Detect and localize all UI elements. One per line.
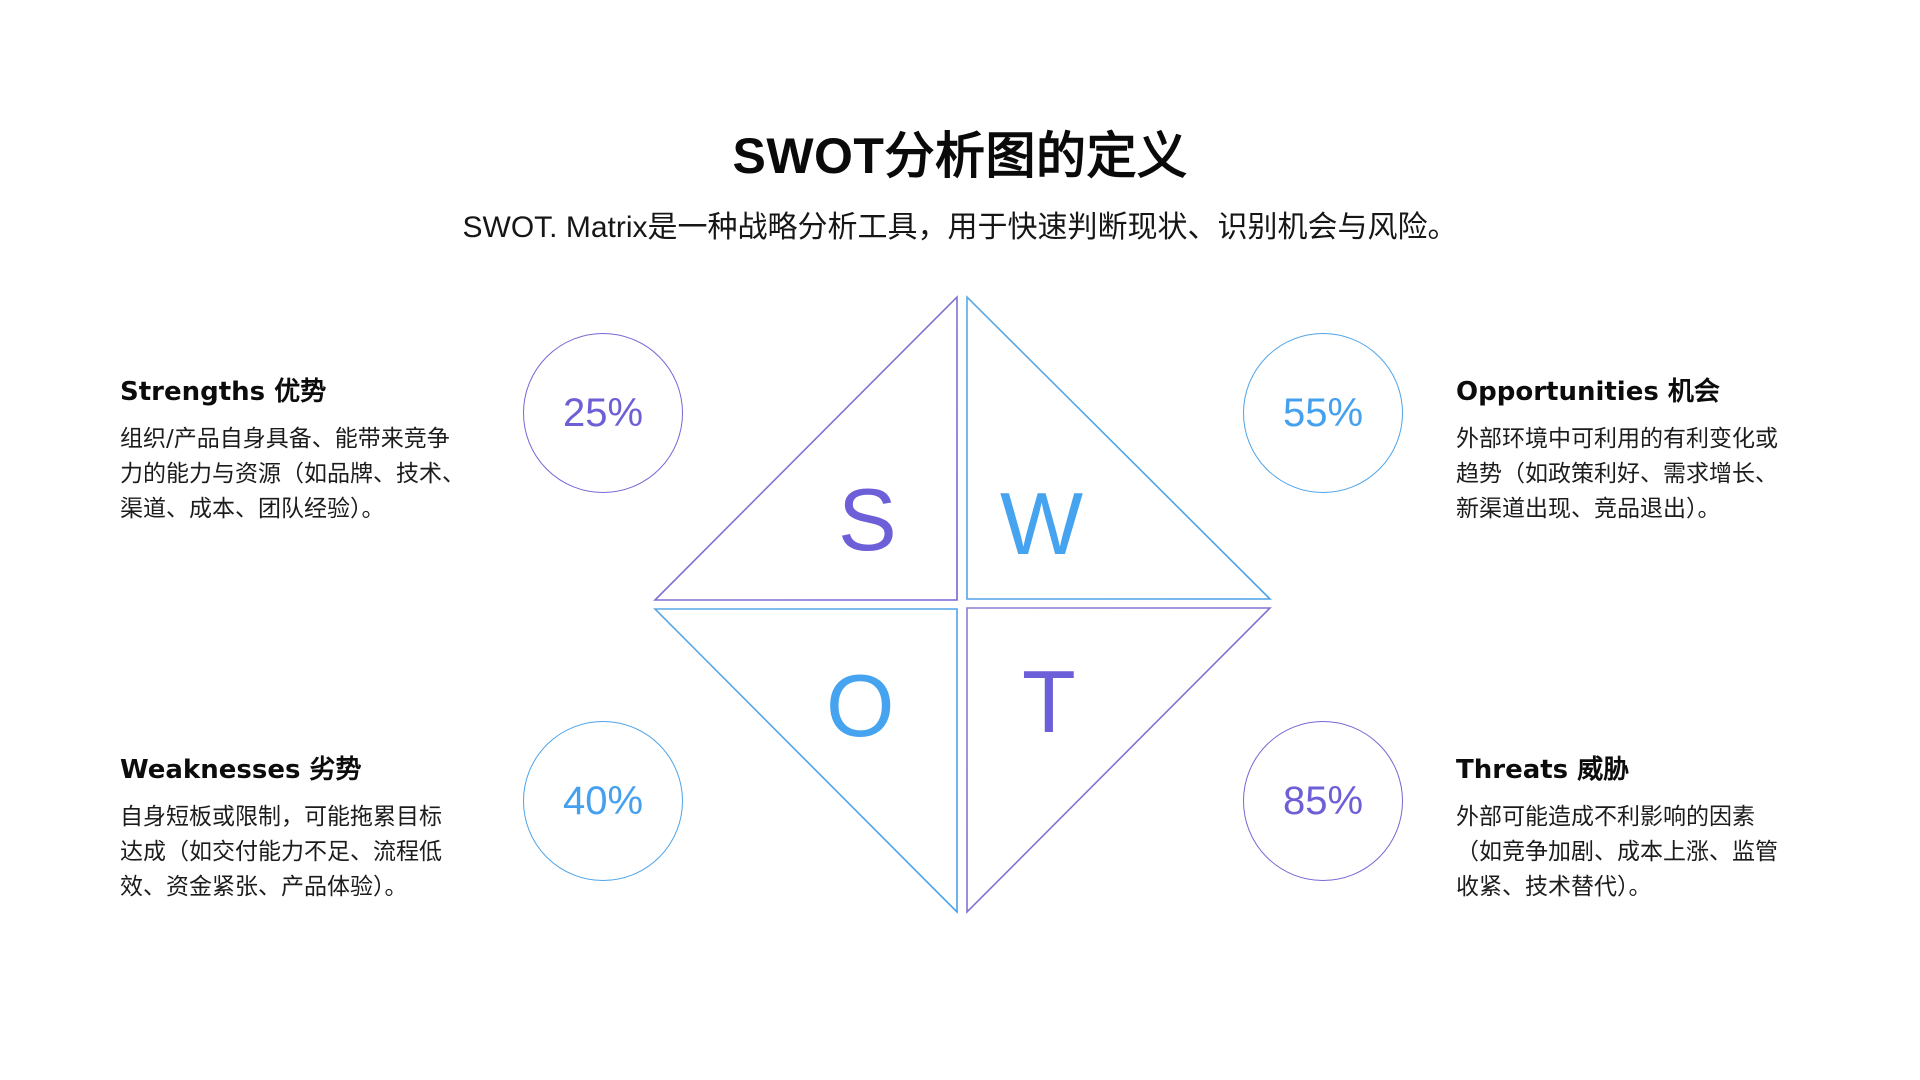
threats-percent: 85% bbox=[1282, 778, 1364, 823]
threats-block: Threats 威胁 外部可能造成不利影响的因素 （如竞争加剧、成本上涨、监管 … bbox=[1456, 752, 1816, 905]
letter-t: T bbox=[1022, 652, 1076, 751]
threats-triangle bbox=[966, 607, 1272, 914]
weaknesses-triangle bbox=[966, 295, 1272, 600]
letter-o: O bbox=[826, 656, 895, 755]
strengths-triangle bbox=[653, 295, 958, 601]
weaknesses-block: Weaknesses 劣势 自身短板或限制，可能拖累目标 达成（如交付能力不足、… bbox=[120, 752, 480, 905]
page-title: SWOT分析图的定义 bbox=[732, 128, 1188, 184]
strengths-heading: Strengths 优势 bbox=[120, 377, 327, 407]
threats-heading: Threats 威胁 bbox=[1456, 755, 1630, 785]
opportunities-percent-ring: 55% bbox=[1243, 333, 1403, 493]
description-line: 达成（如交付能力不足、流程低 bbox=[120, 839, 442, 865]
description-line: 新渠道出现、竞品退出）。 bbox=[1456, 496, 1721, 522]
threats-description: 外部可能造成不利影响的因素 （如竞争加剧、成本上涨、监管 收紧、技术替代）。 bbox=[1456, 800, 1816, 905]
threats-percent-ring: 85% bbox=[1243, 721, 1403, 881]
description-line: 趋势（如政策利好、需求增长、 bbox=[1456, 461, 1778, 487]
opportunities-triangle bbox=[653, 608, 958, 914]
opportunities-block: Opportunities 机会 外部环境中可利用的有利变化或 趋势（如政策利好… bbox=[1456, 374, 1816, 527]
weaknesses-heading: Weaknesses 劣势 bbox=[120, 755, 362, 785]
page-subtitle: SWOT. Matrix是一种战略分析工具，用于快速判断现状、识别机会与风险。 bbox=[462, 211, 1458, 244]
description-line: 收紧、技术替代）。 bbox=[1456, 874, 1652, 900]
strengths-block: Strengths 优势 组织/产品自身具备、能带来竞争 力的能力与资源（如品牌… bbox=[120, 374, 480, 527]
weaknesses-percent: 40% bbox=[562, 778, 644, 823]
opportunities-description: 外部环境中可利用的有利变化或 趋势（如政策利好、需求增长、 新渠道出现、竞品退出… bbox=[1456, 422, 1816, 527]
description-line: 外部可能造成不利影响的因素 bbox=[1456, 804, 1755, 830]
strengths-percent: 25% bbox=[562, 390, 644, 435]
description-line: 组织/产品自身具备、能带来竞争 bbox=[120, 426, 450, 452]
description-line: 外部环境中可利用的有利变化或 bbox=[1456, 426, 1778, 452]
description-line: 自身短板或限制，可能拖累目标 bbox=[120, 804, 442, 830]
weaknesses-percent-ring: 40% bbox=[523, 721, 683, 881]
opportunities-percent: 55% bbox=[1282, 390, 1364, 435]
description-line: 力的能力与资源（如品牌、技术、 bbox=[120, 461, 465, 487]
opportunities-heading: Opportunities 机会 bbox=[1456, 377, 1720, 407]
strengths-percent-ring: 25% bbox=[523, 333, 683, 493]
description-line: 渠道、成本、团队经验）。 bbox=[120, 496, 385, 522]
weaknesses-description: 自身短板或限制，可能拖累目标 达成（如交付能力不足、流程低 效、资金紧张、产品体… bbox=[120, 800, 480, 905]
letter-s: S bbox=[838, 470, 897, 569]
description-line: 效、资金紧张、产品体验）。 bbox=[120, 874, 408, 900]
letter-w: W bbox=[1000, 474, 1084, 573]
strengths-description: 组织/产品自身具备、能带来竞争 力的能力与资源（如品牌、技术、 渠道、成本、团队… bbox=[120, 422, 480, 527]
description-line: （如竞争加剧、成本上涨、监管 bbox=[1456, 839, 1778, 865]
